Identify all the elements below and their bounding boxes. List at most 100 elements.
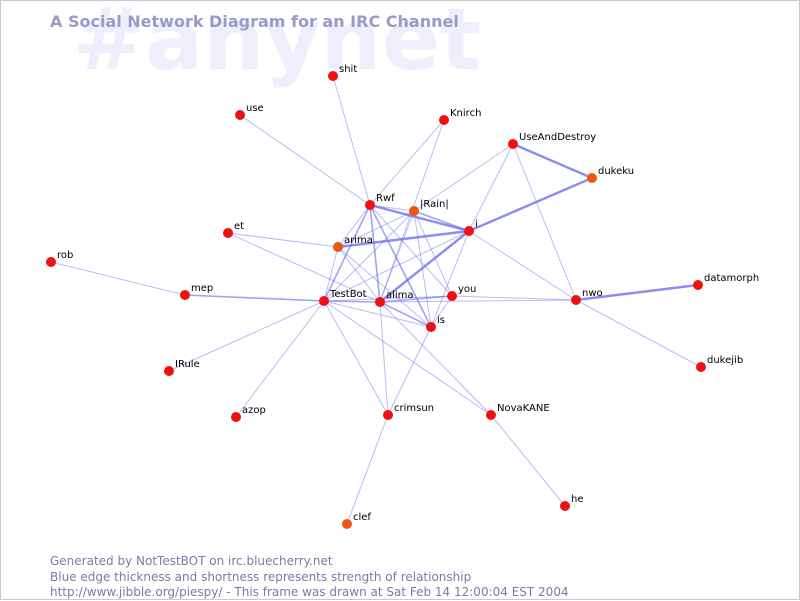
edge-Rwf-Rain <box>369 204 415 212</box>
node-mep: mep <box>180 283 213 300</box>
edge-is-crimsun <box>387 326 432 416</box>
edge-TestBot-you <box>323 295 453 302</box>
node-label: alima <box>386 290 414 301</box>
edge-TestBot-IRule <box>168 300 325 372</box>
edge-et-alima <box>227 232 381 303</box>
node-dot <box>342 519 352 529</box>
node-is: is <box>426 315 445 332</box>
edge-UseAndDestroy-nwo <box>512 143 577 301</box>
edge-i-is <box>430 230 470 328</box>
edge-Rain-alima <box>379 210 415 303</box>
node-label: TestBot <box>329 289 367 300</box>
node-dot <box>508 139 518 149</box>
edge-mep-TestBot <box>184 294 325 302</box>
node-dot <box>46 257 56 267</box>
edge-Rwf-i <box>369 203 470 233</box>
footer-url-timestamp: http://www.jibble.org/piespy/ - This fra… <box>50 585 569 599</box>
node-dot <box>693 280 703 290</box>
node-dot <box>439 115 449 125</box>
edge-crimsun-clef <box>346 414 389 525</box>
node-shit: shit <box>328 64 357 81</box>
edge-UseAndDestroy-Rain <box>413 143 514 212</box>
edge-alima-is <box>379 301 432 328</box>
edge-rob-mep <box>50 261 186 296</box>
node-label: dukejib <box>707 355 743 366</box>
edge-et-arima <box>227 232 339 248</box>
node-clef: clef <box>342 512 371 529</box>
node-label: mep <box>191 283 213 294</box>
node-dot <box>231 412 241 422</box>
edge-arima-TestBot <box>323 246 339 302</box>
node-nwo: nwo <box>571 288 603 305</box>
node-label: rob <box>57 250 73 261</box>
node-crimsun: crimsun <box>383 403 434 420</box>
edge-alima-crimsun <box>379 301 389 416</box>
node-dot <box>383 410 393 420</box>
node-dot <box>486 410 496 420</box>
node-label: NovaKANE <box>497 403 550 414</box>
node-label: dukeku <box>598 166 634 177</box>
node-dot <box>164 366 174 376</box>
edge-TestBot-crimsun <box>323 300 389 416</box>
node-dot <box>426 322 436 332</box>
node-label: IRule <box>175 359 200 370</box>
edge-TestBot-azop <box>235 300 325 418</box>
node-label: shit <box>339 64 357 75</box>
node-label: nwo <box>582 288 603 299</box>
node-dot <box>464 226 474 236</box>
node-dot <box>333 242 343 252</box>
edge-i-arima <box>337 229 470 249</box>
node-datamorph: datamorph <box>693 273 759 290</box>
node-label: is <box>437 315 445 326</box>
node-label: Rwf <box>376 193 395 204</box>
node-dot <box>696 362 706 372</box>
edge-Rwf-arima <box>337 204 371 248</box>
node-rob: rob <box>46 250 73 267</box>
edge-Rwf-you <box>369 204 453 297</box>
edge-use-Rwf <box>239 114 371 206</box>
edge-i-nwo <box>468 230 577 301</box>
node-dot <box>560 501 570 511</box>
node-NovaKANE: NovaKANE <box>486 403 550 420</box>
node-label: use <box>246 103 264 114</box>
channel-watermark: #anynet <box>73 0 482 90</box>
edge-TestBot-NovaKANE <box>323 300 492 416</box>
node-dot <box>587 173 597 183</box>
footer-generated-by: Generated by NotTestBOT on irc.bluecherr… <box>50 554 333 568</box>
edge-Rwf-alima <box>369 204 381 303</box>
node-UseAndDestroy: UseAndDestroy <box>508 132 596 149</box>
edge-TestBot-alima <box>323 300 381 303</box>
node-Rwf: Rwf <box>365 193 395 210</box>
node-IRule: IRule <box>164 359 200 376</box>
edge-arima-alima <box>337 246 381 303</box>
edge-you-is <box>430 295 453 328</box>
node-et: et <box>223 221 244 238</box>
node-label: arima <box>344 235 373 246</box>
node-dot <box>223 228 233 238</box>
edge-i-TestBot <box>323 230 470 302</box>
edge-you-nwo <box>451 295 577 301</box>
node-use: use <box>235 103 264 120</box>
node-label: azop <box>242 405 266 416</box>
node-dot <box>235 110 245 120</box>
node-dot <box>571 295 581 305</box>
node-label: et <box>234 221 244 232</box>
edges-layer <box>50 75 702 525</box>
node-label: clef <box>353 512 371 523</box>
edge-Knirch-Rwf <box>369 119 445 206</box>
edge-nwo-datamorph <box>575 283 699 302</box>
edge-arima-is <box>337 246 432 328</box>
node-label: UseAndDestroy <box>519 132 596 143</box>
edge-NovaKANE-alima <box>379 301 492 416</box>
edge-nwo-dukejib <box>575 299 702 368</box>
node-dot <box>409 206 419 216</box>
node-label: |Rain| <box>420 199 449 210</box>
node-azop: azop <box>231 405 266 422</box>
node-you: you <box>447 284 476 301</box>
node-label: crimsun <box>394 403 434 414</box>
edge-alima-nwo <box>379 299 577 303</box>
node-dot <box>365 200 375 210</box>
